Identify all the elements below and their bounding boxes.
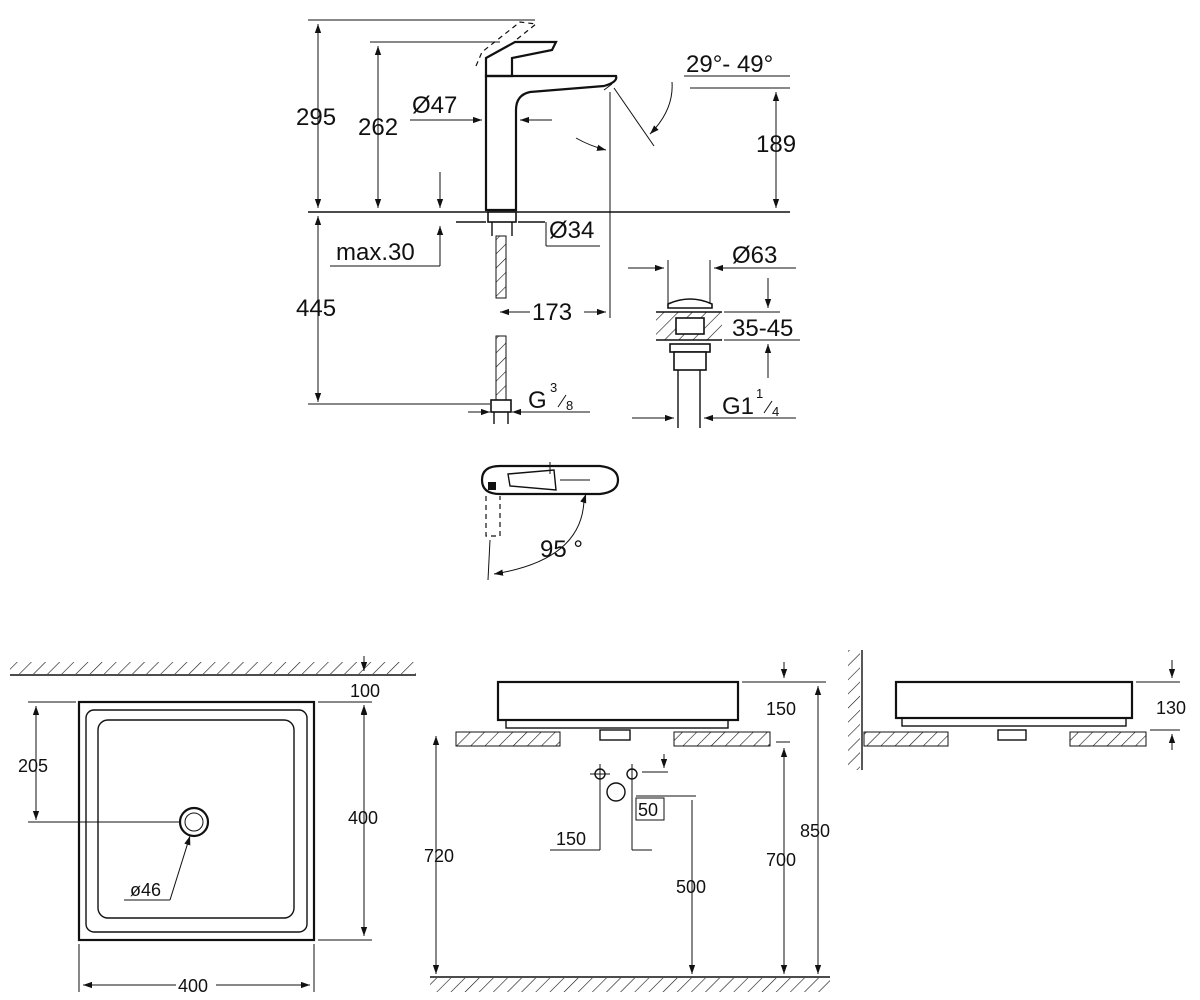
- dim-spout-reach: 173: [532, 299, 572, 326]
- dim-basin-height-front: 150: [766, 699, 796, 719]
- dim-counter-height-alt: 700: [766, 850, 796, 870]
- dim-spout-height: 189: [756, 131, 796, 158]
- dim-basin-depth: 400: [348, 808, 378, 828]
- dim-faucet-height-total: 295: [296, 104, 336, 131]
- waste-valve-view: Ø63 35-45 G1 1 4: [628, 242, 800, 428]
- dim-basin-width: 400: [178, 976, 208, 996]
- dim-pipe-height: 500: [676, 877, 706, 897]
- dim-counter-height: 720: [424, 846, 454, 866]
- dim-pipe-spacing: 150: [556, 829, 586, 849]
- dim-waste-thread-main: G1: [722, 393, 754, 420]
- dim-hose-thread-num: 3: [550, 380, 557, 395]
- dim-wall-clearance: 100: [350, 681, 380, 701]
- dim-faucet-height-handle: 262: [358, 114, 398, 141]
- dim-shank-diameter: Ø34: [549, 217, 594, 244]
- basin-side-view: 130: [848, 650, 1186, 770]
- dim-basin-height-side: 130: [1156, 698, 1186, 718]
- dim-lever-angle: 29°- 49°: [686, 51, 773, 78]
- dim-drain-diameter: ø46: [130, 880, 161, 900]
- dim-hose-thread-den: 8: [566, 398, 573, 413]
- dim-hose-thread-main: G: [528, 387, 547, 414]
- dim-waste-thread-num: 1: [756, 386, 763, 401]
- dim-hose-length: 445: [296, 295, 336, 322]
- dim-waste-diameter: Ø63: [732, 242, 777, 269]
- dim-drain-offset: 205: [18, 756, 48, 776]
- dim-rotation-angle: 95 °: [540, 536, 583, 563]
- faucet-top-view: 95 °: [480, 462, 620, 581]
- dim-body-diameter: Ø47: [412, 92, 457, 119]
- dim-max-counter: max.30: [336, 239, 415, 266]
- dim-rim-height: 850: [800, 821, 830, 841]
- basin-top-view: 100 205 400 ø46 400: [10, 656, 416, 996]
- dim-waste-thread-den: 4: [772, 404, 779, 419]
- dim-waste-range: 35-45: [732, 315, 793, 342]
- basin-front-view: 150 50 500 720 700 150 850: [424, 662, 830, 992]
- dim-pipe-offset: 50: [638, 800, 658, 820]
- faucet-side-view: 295 262 Ø47 29°- 49° 189 Ø34 max.30 445: [296, 19, 796, 424]
